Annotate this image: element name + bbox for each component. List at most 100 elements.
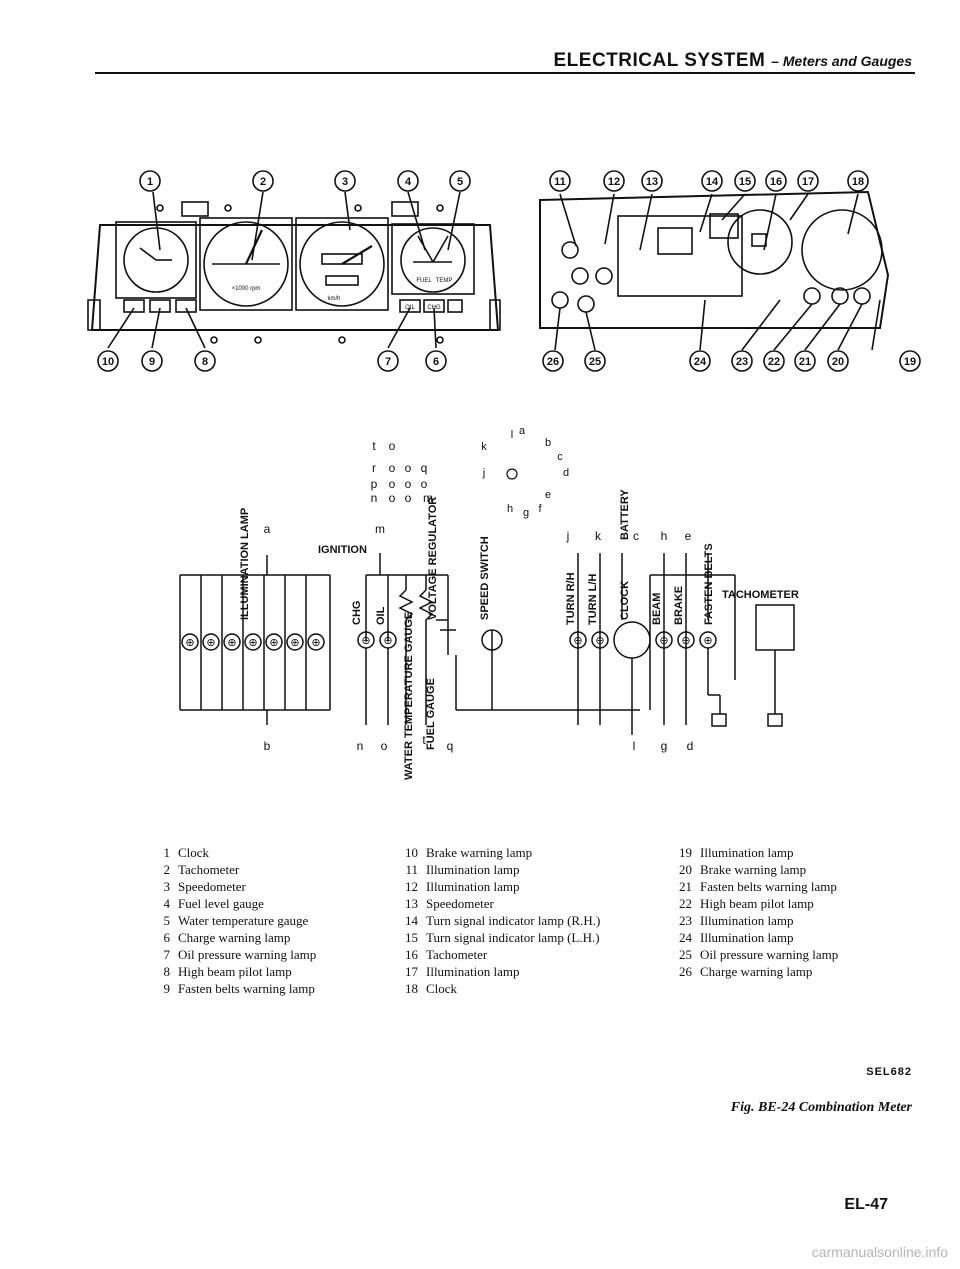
section-title-main: ELECTRICAL SYSTEM [553, 50, 766, 71]
callout-22: 22 [763, 350, 785, 372]
callout-1: 1 [139, 170, 161, 192]
callout-20: 20 [827, 350, 849, 372]
svg-text:g: g [661, 739, 668, 753]
header-rule [95, 72, 915, 74]
svg-text:r: r [372, 461, 376, 475]
svg-text:24: 24 [694, 356, 707, 368]
callout-14: 14 [701, 170, 723, 192]
svg-text:22: 22 [768, 356, 780, 368]
svg-text:g: g [523, 507, 529, 519]
callout-7: 7 [377, 350, 399, 372]
svg-text:k: k [595, 529, 602, 543]
callout-26: 26 [542, 350, 564, 372]
svg-text:23: 23 [736, 356, 748, 368]
illumination-bulbs [181, 633, 325, 651]
svg-text:c: c [633, 529, 639, 543]
section-title: ELECTRICAL SYSTEM – Meters and Gauges [554, 50, 913, 72]
svg-text:k: k [481, 441, 487, 453]
svg-text:f: f [538, 503, 542, 515]
svg-text:⊕: ⊕ [573, 635, 582, 647]
callout-16: 16 [765, 170, 787, 192]
svg-text:FASTEN BELTS: FASTEN BELTS [703, 543, 715, 625]
svg-text:18: 18 [852, 176, 864, 188]
svg-text:n: n [357, 739, 364, 753]
callout-15: 15 [734, 170, 756, 192]
callout-19: 19 [899, 350, 921, 372]
svg-text:l: l [633, 739, 636, 753]
svg-text:o: o [389, 491, 396, 505]
svg-text:⊕: ⊕ [185, 637, 194, 649]
cluster-rear-view [539, 190, 890, 351]
svg-text:21: 21 [799, 356, 811, 368]
svg-text:7: 7 [385, 356, 391, 368]
svg-text:17: 17 [802, 176, 814, 188]
callout-10: 10 [97, 350, 119, 372]
svg-text:FUEL GAUGE: FUEL GAUGE [425, 678, 437, 750]
svg-text:m: m [375, 522, 385, 536]
speedo-unit-label: km/h [327, 296, 340, 302]
svg-text:TACHOMETER: TACHOMETER [722, 589, 799, 601]
svg-text:VOLTAGE REGULATOR: VOLTAGE REGULATOR [427, 497, 439, 620]
tach-unit-label: ×1000 rpm [232, 286, 261, 292]
svg-text:5: 5 [457, 176, 463, 188]
callout-6: 6 [425, 350, 447, 372]
svg-text:26: 26 [547, 356, 559, 368]
svg-text:⊕: ⊕ [269, 637, 278, 649]
svg-text:4: 4 [405, 176, 412, 188]
svg-text:o: o [381, 739, 388, 753]
watermark: carmanualsonline.info [811, 1244, 948, 1260]
svg-text:⊕: ⊕ [227, 637, 236, 649]
svg-text:t: t [372, 439, 376, 453]
callout-11: 11 [549, 170, 571, 192]
svg-text:d: d [563, 467, 569, 479]
svg-text:15: 15 [739, 176, 751, 188]
svg-text:CLOCK: CLOCK [619, 581, 631, 620]
svg-text:e: e [685, 529, 692, 543]
figure-caption: Fig. BE-24 Combination Meter [730, 1100, 912, 1115]
svg-text:19: 19 [904, 356, 916, 368]
svg-text:14: 14 [706, 176, 719, 188]
callout-9: 9 [141, 350, 163, 372]
svg-text:h: h [507, 503, 513, 515]
svg-text:BATTERY: BATTERY [619, 489, 631, 540]
svg-text:a: a [519, 425, 526, 437]
combination-meter-figure: 1 2 3 4 5 11 12 13 14 15 16 17 18 10 9 8… [0, 150, 960, 790]
callout-25: 25 [584, 350, 606, 372]
svg-text:o: o [389, 439, 396, 453]
svg-text:25: 25 [589, 356, 601, 368]
svg-text:j: j [566, 529, 570, 543]
svg-text:⊕: ⊕ [311, 637, 320, 649]
callout-21: 21 [794, 350, 816, 372]
svg-text:a: a [264, 522, 271, 536]
wiring-schematic [179, 553, 795, 735]
svg-text:o: o [405, 477, 412, 491]
svg-text:⊕: ⊕ [206, 637, 215, 649]
callout-3: 3 [334, 170, 356, 192]
svg-text:⊕: ⊕ [681, 635, 690, 647]
callout-23: 23 [731, 350, 753, 372]
svg-text:⊕: ⊕ [659, 635, 668, 647]
svg-text:12: 12 [608, 176, 620, 188]
temp-gauge-label: TEMP [436, 278, 453, 284]
callout-8: 8 [194, 350, 216, 372]
